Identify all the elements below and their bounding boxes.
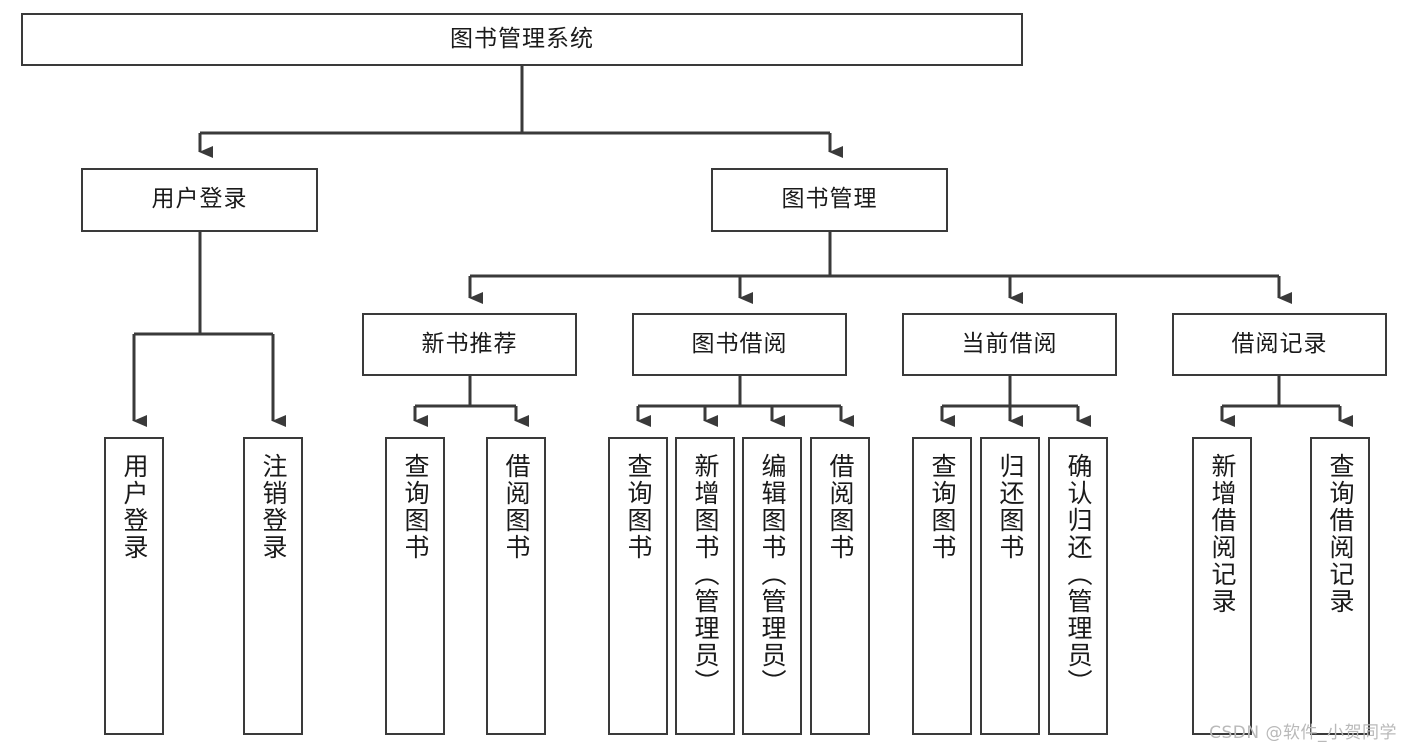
node-label: 借阅图书	[502, 453, 531, 561]
node-label: 借阅记录	[1231, 330, 1328, 357]
node-label: 图书管理系统	[450, 25, 594, 52]
node-label: 用户登录	[151, 186, 248, 213]
node-label: 当前借阅	[961, 330, 1058, 357]
node-book-borrowing[interactable]: 图书借阅	[632, 313, 847, 376]
node-label: 借阅图书	[826, 453, 855, 561]
node-label: 新增图书（管理员）	[691, 453, 720, 696]
leaf-user-login-login[interactable]: 用户登录	[104, 437, 164, 735]
node-label: 编辑图书（管理员）	[758, 453, 787, 696]
node-label: 确认归还（管理员）	[1064, 453, 1093, 696]
leaf-book-borrow-add-book-admin[interactable]: 新增图书（管理员）	[675, 437, 735, 735]
node-new-book-recommendation[interactable]: 新书推荐	[362, 313, 577, 376]
node-label: 用户登录	[120, 453, 149, 561]
node-user-login[interactable]: 用户登录	[81, 168, 318, 232]
node-root-book-management-system[interactable]: 图书管理系统	[21, 13, 1023, 66]
node-label: 归还图书	[996, 453, 1025, 561]
leaf-current-borrow-confirm-return-admin[interactable]: 确认归还（管理员）	[1048, 437, 1108, 735]
leaf-borrow-record-add-record[interactable]: 新增借阅记录	[1192, 437, 1252, 735]
leaf-current-borrow-query-book[interactable]: 查询图书	[912, 437, 972, 735]
leaf-user-login-logout[interactable]: 注销登录	[243, 437, 303, 735]
node-label: 查询图书	[928, 453, 957, 561]
node-current-borrowing[interactable]: 当前借阅	[902, 313, 1117, 376]
node-book-management[interactable]: 图书管理	[711, 168, 948, 232]
leaf-new-book-query-book[interactable]: 查询图书	[385, 437, 445, 735]
node-label: 图书管理	[781, 186, 878, 213]
node-borrowing-record[interactable]: 借阅记录	[1172, 313, 1387, 376]
leaf-borrow-record-query-record[interactable]: 查询借阅记录	[1310, 437, 1370, 735]
node-label: 图书借阅	[691, 330, 788, 357]
node-label: 新书推荐	[421, 330, 518, 357]
node-label: 查询借阅记录	[1326, 453, 1355, 615]
node-label: 查询图书	[401, 453, 430, 561]
node-label: 查询图书	[624, 453, 653, 561]
leaf-book-borrow-edit-book-admin[interactable]: 编辑图书（管理员）	[742, 437, 802, 735]
node-label: 新增借阅记录	[1208, 453, 1237, 615]
leaf-new-book-borrow-book[interactable]: 借阅图书	[486, 437, 546, 735]
leaf-book-borrow-query-book[interactable]: 查询图书	[608, 437, 668, 735]
node-label: 注销登录	[259, 453, 288, 561]
leaf-book-borrow-borrow-book[interactable]: 借阅图书	[810, 437, 870, 735]
leaf-current-borrow-return-book[interactable]: 归还图书	[980, 437, 1040, 735]
